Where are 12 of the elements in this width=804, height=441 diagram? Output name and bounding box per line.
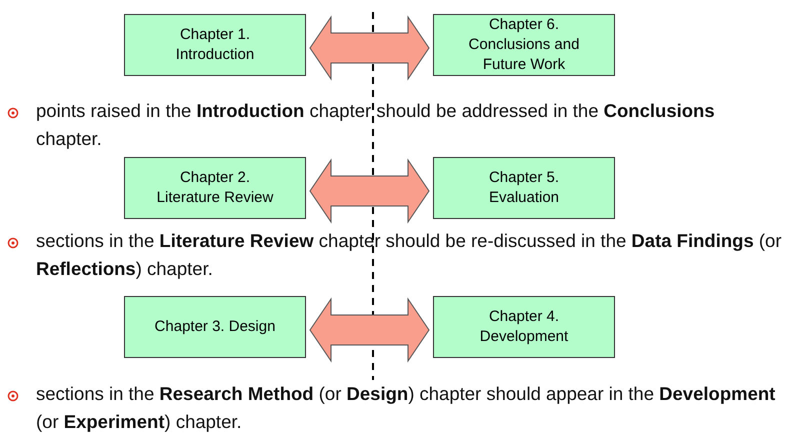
double-arrow	[309, 158, 430, 224]
chapter-box: Chapter 4. Development	[433, 296, 615, 358]
chapter-box: Chapter 1. Introduction	[124, 14, 306, 76]
chapter-box: Chapter 6. Conclusions and Future Work	[433, 14, 615, 76]
chapter-box: Chapter 2. Literature Review	[124, 157, 306, 219]
double-arrow	[309, 297, 430, 363]
bullet-text: sections in the Literature Review chapter should be re-discussed in the Data Findings (or Reflections) chapter.	[36, 229, 782, 281]
bullet-text: points raised in the Introduction chapter should be addressed in the Conclusions chapter.	[36, 99, 716, 151]
chapter-box: Chapter 3. Design	[124, 296, 306, 358]
chapter-box: Chapter 5. Evaluation	[433, 157, 615, 219]
bullet-text: sections in the Research Method (or Design) chapter should appear in the Development (or Experiment) chapter.	[36, 382, 776, 434]
double-arrow	[309, 15, 430, 81]
